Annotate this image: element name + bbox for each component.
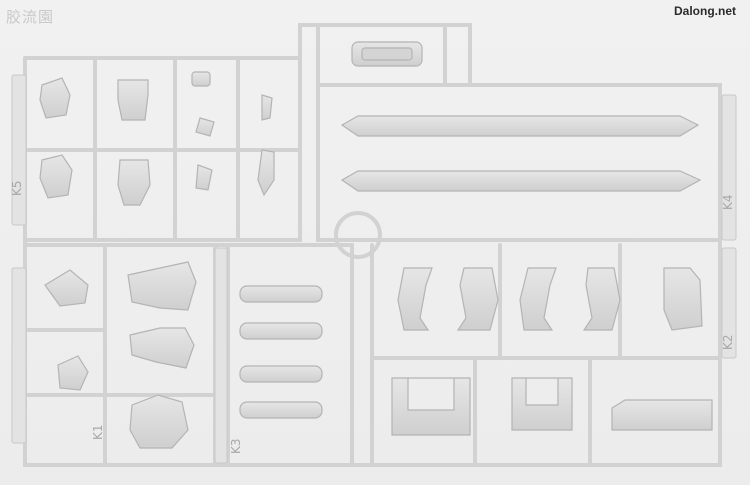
label-k3: K3 [229,438,243,454]
k3-parts [239,285,323,419]
label-k2: K2 [721,334,735,350]
k1-parts [44,261,197,449]
label-k1: K1 [91,424,105,440]
watermark-site: Dalong.net [674,4,736,18]
runner-frame [23,23,722,467]
k4-parts [340,41,702,192]
k2-parts [391,267,713,436]
sprue-label-group: K5 K4 K1 K3 K2 [10,180,735,454]
sprue-tabs [11,74,737,464]
watermark-chinese: 胶流園 [6,8,55,26]
k5-parts [39,71,275,206]
label-k4: K4 [721,194,735,210]
label-k5: K5 [10,180,24,196]
